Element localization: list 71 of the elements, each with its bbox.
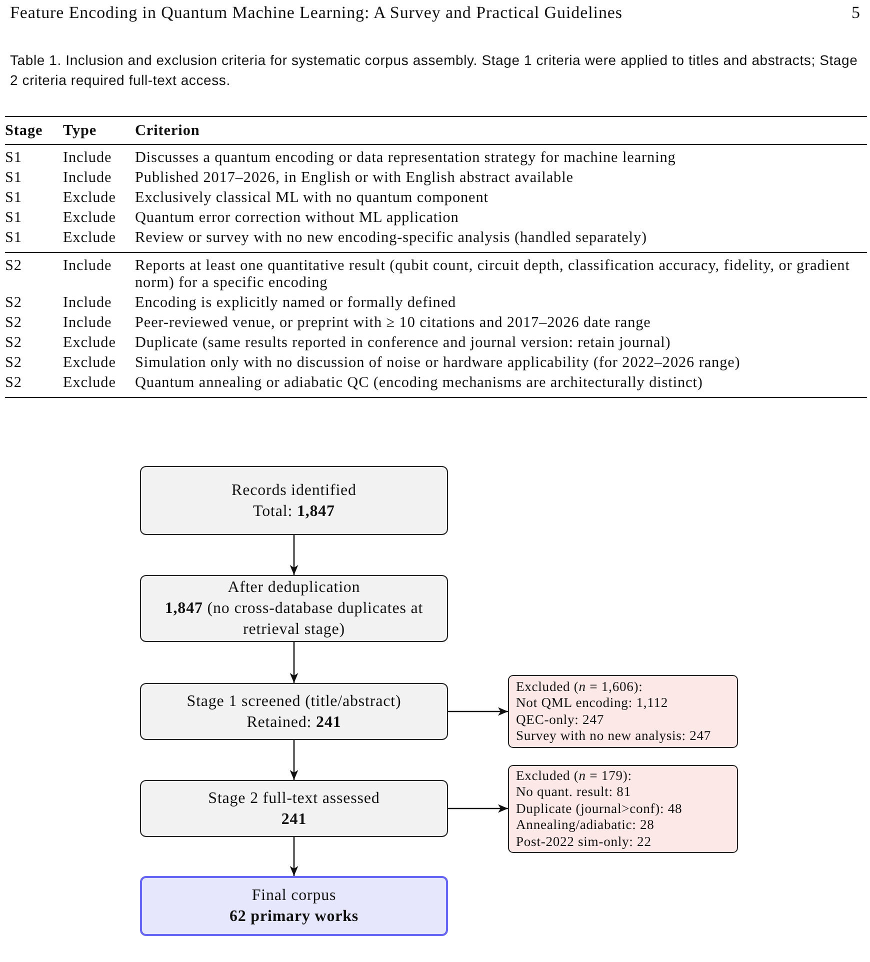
- process-box: [140, 780, 448, 837]
- column-header: Criterion: [135, 122, 200, 139]
- stage-code: S2: [5, 294, 22, 311]
- criterion-type: Exclude: [63, 374, 116, 391]
- criterion-type: Exclude: [63, 189, 116, 206]
- criterion-type: Include: [63, 169, 112, 186]
- criterion-text: Review or survey with no new encoding-specific analysis (handled separately): [135, 229, 648, 246]
- stage-code: S1: [5, 189, 22, 206]
- stage-code: S2: [5, 354, 22, 371]
- exclusion-reason: No quant. result: 81: [516, 784, 631, 801]
- process-box: [140, 683, 448, 740]
- criterion-text: Encoding is explicitly named or formally defined: [135, 294, 456, 311]
- step-count: 241: [281, 810, 307, 830]
- exclusion-box: [508, 675, 738, 748]
- exclusion-reason: Duplicate (journal>conf): 48: [516, 800, 682, 818]
- exclusion-reason: Annealing/adiabatic: 28: [516, 817, 654, 834]
- exclusion-reason: Survey with no new analysis: 247: [516, 728, 712, 744]
- process-box: [140, 575, 448, 642]
- process-box: [140, 466, 448, 535]
- step-count: Retained: 241: [246, 712, 342, 732]
- column-header: Stage: [5, 122, 43, 139]
- criterion-text: Duplicate (same results reported in conference and journal version: retain journal): [135, 334, 671, 351]
- step-title: Records identified: [232, 480, 356, 500]
- step-count: Total: 1,847: [253, 502, 335, 522]
- criterion-text: Quantum annealing or adiabatic QC (encoding mechanisms are architecturally distinct): [135, 374, 703, 391]
- stage-code: S2: [5, 314, 22, 331]
- criterion-text: Quantum error correction without ML application: [135, 209, 459, 226]
- criterion-type: Include: [63, 149, 112, 166]
- criterion-type: Exclude: [63, 354, 116, 371]
- stage-code: S2: [5, 374, 22, 391]
- criterion-text: Simulation only with no discussion of noise or hardware applicability (for 2022–2026 range): [135, 354, 740, 371]
- final-corpus-box: [140, 876, 448, 936]
- page-number: 5: [852, 2, 860, 24]
- step-title: After deduplication: [228, 578, 360, 598]
- criterion-type: Include: [63, 294, 112, 311]
- criterion-type: Include: [63, 314, 112, 331]
- arrow: [290, 837, 298, 876]
- criterion-text: Reports at least one quantitative result (qubit count, circuit depth, classification accuracy, fidelity, or gradient norm) for a specific encoding: [135, 257, 850, 291]
- step-count: 62 primary works: [229, 907, 359, 927]
- arrow: [448, 804, 508, 813]
- stage-code: S2: [5, 257, 22, 274]
- stage-code: S1: [5, 169, 22, 186]
- exclusion-reason: Not QML encoding: 1,112: [516, 695, 668, 712]
- running-header: Feature Encoding in Quantum Machine Learning: A Survey and Practical Guidelines: [10, 2, 622, 24]
- exclusion-reason: Post-2022 sim-only: 22: [516, 834, 652, 850]
- criterion-type: Exclude: [63, 229, 116, 246]
- criterion-type: Exclude: [63, 209, 116, 226]
- stage-code: S2: [5, 334, 22, 351]
- exclusion-heading: Excluded (n = 179):: [516, 768, 632, 784]
- stage-code: S1: [5, 229, 22, 246]
- arrow: [290, 535, 298, 575]
- criterion-text: Exclusively classical ML with no quantum component: [135, 189, 488, 206]
- step-title: Stage 2 full-text assessed: [208, 788, 380, 808]
- criterion-text: Discusses a quantum encoding or data representation strategy for machine learning: [135, 149, 676, 166]
- stage-code: S1: [5, 209, 22, 226]
- stage-code: S1: [5, 149, 22, 166]
- table-caption: Table 1. Inclusion and exclusion criteria for systematic corpus assembly. Stage 1 criteria were applied to titles and abstracts; Stage 2 criteria required full-text access.: [10, 51, 859, 90]
- exclusion-reason: QEC-only: 247: [516, 712, 604, 728]
- criterion-type: Include: [63, 257, 112, 274]
- step-title: Stage 1 screened (title/abstract): [186, 692, 402, 712]
- criterion-text: Published 2017–2026, in English or with English abstract available: [135, 169, 574, 186]
- exclusion-box: [508, 765, 738, 853]
- arrow: [448, 707, 508, 716]
- criterion-text: Peer-reviewed venue, or preprint with ≥ 10 citations and 2017–2026 date range: [135, 314, 651, 331]
- exclusion-heading: Excluded (n = 1,606):: [516, 678, 643, 696]
- arrow: [290, 740, 298, 780]
- criterion-type: Exclude: [63, 334, 116, 351]
- step-title: Final corpus: [252, 886, 336, 906]
- arrow: [290, 642, 298, 683]
- step-count: 1,847 (no cross-database duplicates at retrieval stage): [164, 599, 424, 640]
- column-header: Type: [63, 122, 97, 139]
